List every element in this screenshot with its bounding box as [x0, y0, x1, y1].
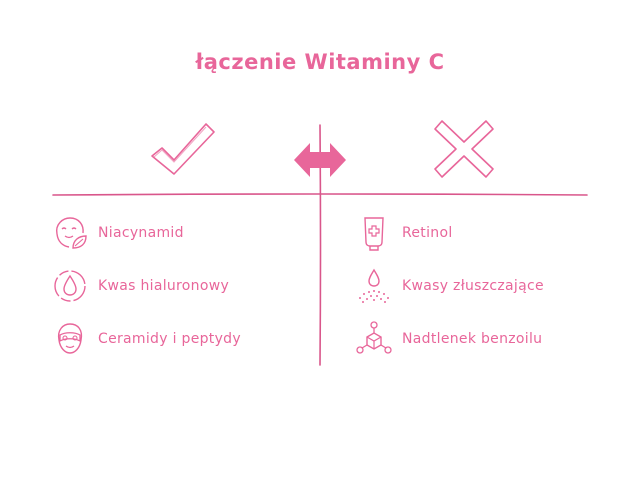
item-label: Ceramidy i peptydy [98, 331, 241, 347]
cream-tube-icon [355, 214, 393, 252]
drop-spray-icon [355, 267, 393, 305]
water-drop-circle-icon [51, 267, 89, 305]
item-label: Niacynamid [98, 225, 184, 241]
list-item: Nadtlenek benzoilu [355, 320, 542, 358]
checkmark-icon [151, 123, 215, 175]
item-label: Retinol [402, 225, 453, 241]
list-item: Retinol [355, 214, 453, 252]
list-item: Kwasy złuszczające [355, 267, 544, 305]
list-item: Ceramidy i peptydy [51, 320, 241, 358]
item-label: Kwas hialuronowy [98, 278, 230, 294]
list-item: Kwas hialuronowy [51, 267, 229, 305]
list-item: Niacynamid [51, 214, 184, 252]
face-mask-leaf-icon [51, 214, 89, 252]
cross-icon [434, 120, 494, 178]
page-title: łączenie Witaminy C [195, 50, 445, 74]
molecule-icon [355, 320, 393, 358]
face-mask-icon [51, 320, 89, 358]
item-label: Kwasy złuszczające [402, 278, 544, 294]
item-label: Nadtlenek benzoilu [402, 331, 543, 347]
double-arrow-icon [294, 143, 346, 177]
